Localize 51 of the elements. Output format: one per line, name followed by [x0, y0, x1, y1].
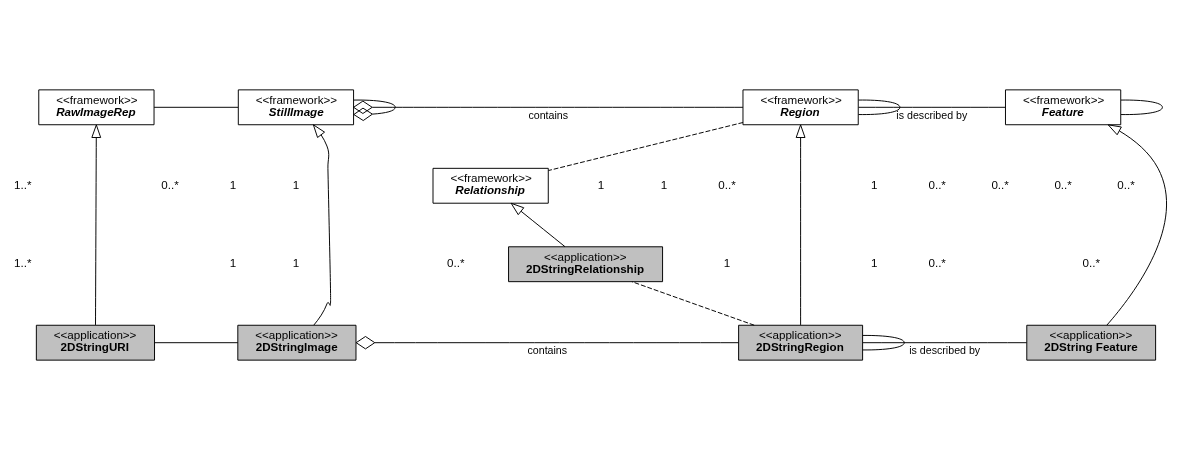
- label: 1..*: [14, 256, 32, 270]
- label: 1: [229, 177, 237, 191]
- node-box: <<framework>> Relationship: [432, 167, 549, 204]
- label: 1: [870, 177, 878, 191]
- connector: [548, 122, 744, 171]
- arrow: [91, 124, 102, 326]
- connector: [353, 100, 744, 114]
- connector: [858, 106, 1006, 108]
- node-box: <<application>> 2DStringURI: [35, 324, 155, 361]
- node-box: <<application>> 2DStringRelationship: [508, 246, 664, 283]
- label: 1: [597, 177, 605, 191]
- label: 1: [292, 256, 300, 270]
- connector: [858, 99, 901, 116]
- node-box: <<framework>> RawImageRep: [38, 89, 155, 126]
- arrow: [312, 124, 332, 326]
- label: 1: [292, 177, 300, 191]
- label: 1..*: [14, 177, 32, 191]
- label: 0..*: [928, 177, 946, 191]
- edge-label: is described by: [909, 344, 981, 357]
- connector: [153, 106, 239, 108]
- connector: [862, 342, 1028, 344]
- connector: [1120, 99, 1163, 116]
- label: 0..*: [1054, 177, 1072, 191]
- edge-label: contains: [528, 108, 569, 121]
- node-box: <<application>> 2DStringImage: [237, 324, 357, 361]
- connector: [154, 342, 239, 344]
- label: 1: [229, 256, 237, 270]
- edge-label: is described by: [896, 108, 968, 121]
- label: 1: [660, 177, 668, 191]
- label: 0..*: [718, 177, 736, 191]
- node-box: <<framework>> Feature: [1005, 89, 1122, 126]
- label: 0..*: [928, 256, 946, 270]
- label: 0..*: [991, 177, 1009, 191]
- label: 1: [723, 256, 731, 270]
- connector: [353, 99, 396, 121]
- label: 0..*: [447, 256, 465, 270]
- connector: [862, 334, 905, 351]
- label: 1: [870, 256, 878, 270]
- arrow: [795, 124, 806, 326]
- connector: [355, 336, 739, 350]
- node-box: <<framework>> StillImage: [237, 89, 355, 126]
- node-box: <<application>> 2DStringRegion: [738, 324, 864, 361]
- arrow: [510, 202, 566, 248]
- edge-label: contains: [527, 344, 568, 357]
- label: 0..*: [1082, 256, 1100, 270]
- node-box: <<framework>> Region: [742, 89, 859, 126]
- node-box: <<application>> 2DString Feature: [1026, 324, 1157, 361]
- label: 0..*: [161, 177, 179, 191]
- label: 0..*: [1117, 177, 1135, 191]
- connector: [631, 281, 755, 326]
- arrow: [1106, 124, 1167, 326]
